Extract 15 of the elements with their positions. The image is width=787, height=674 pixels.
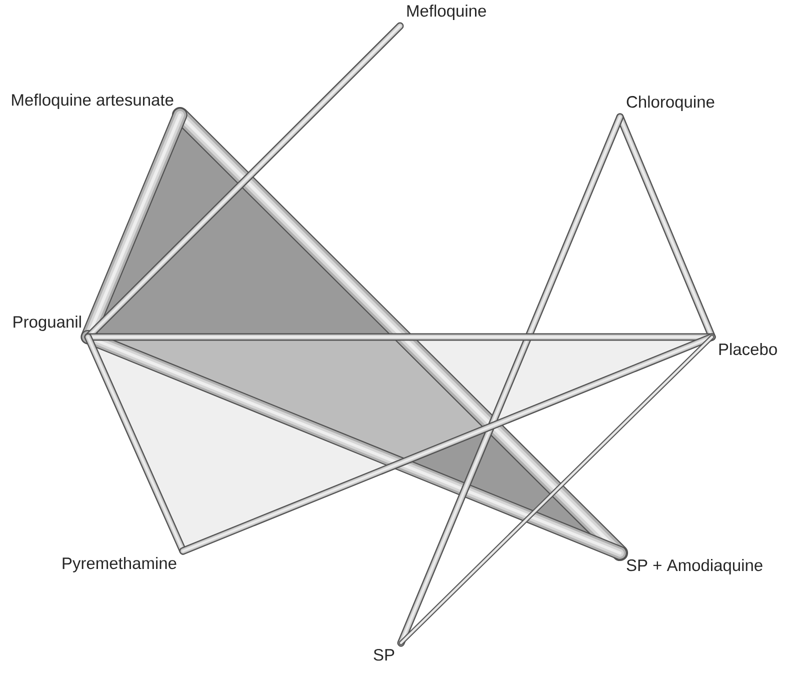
comparison-line xyxy=(80,108,188,344)
treatment-label: Mefloquine artesunate xyxy=(12,94,174,109)
comparison-line xyxy=(397,113,624,647)
comparison-line xyxy=(84,333,187,555)
treatment-label: Proguanil xyxy=(14,316,81,331)
treatment-label: Chloroquine xyxy=(626,96,714,111)
comparison-line xyxy=(172,106,628,562)
comparison-line xyxy=(398,334,714,646)
treatment-label: Pyremethamine xyxy=(62,557,176,572)
treatment-label: SP xyxy=(374,648,394,661)
treatment-label: Placebo xyxy=(719,343,777,356)
comparison-line xyxy=(81,330,627,560)
comparison-line xyxy=(179,333,716,555)
treatment-label: Mefloquine xyxy=(407,4,486,20)
treatment-label: SP + Amodiaquine xyxy=(626,559,762,574)
